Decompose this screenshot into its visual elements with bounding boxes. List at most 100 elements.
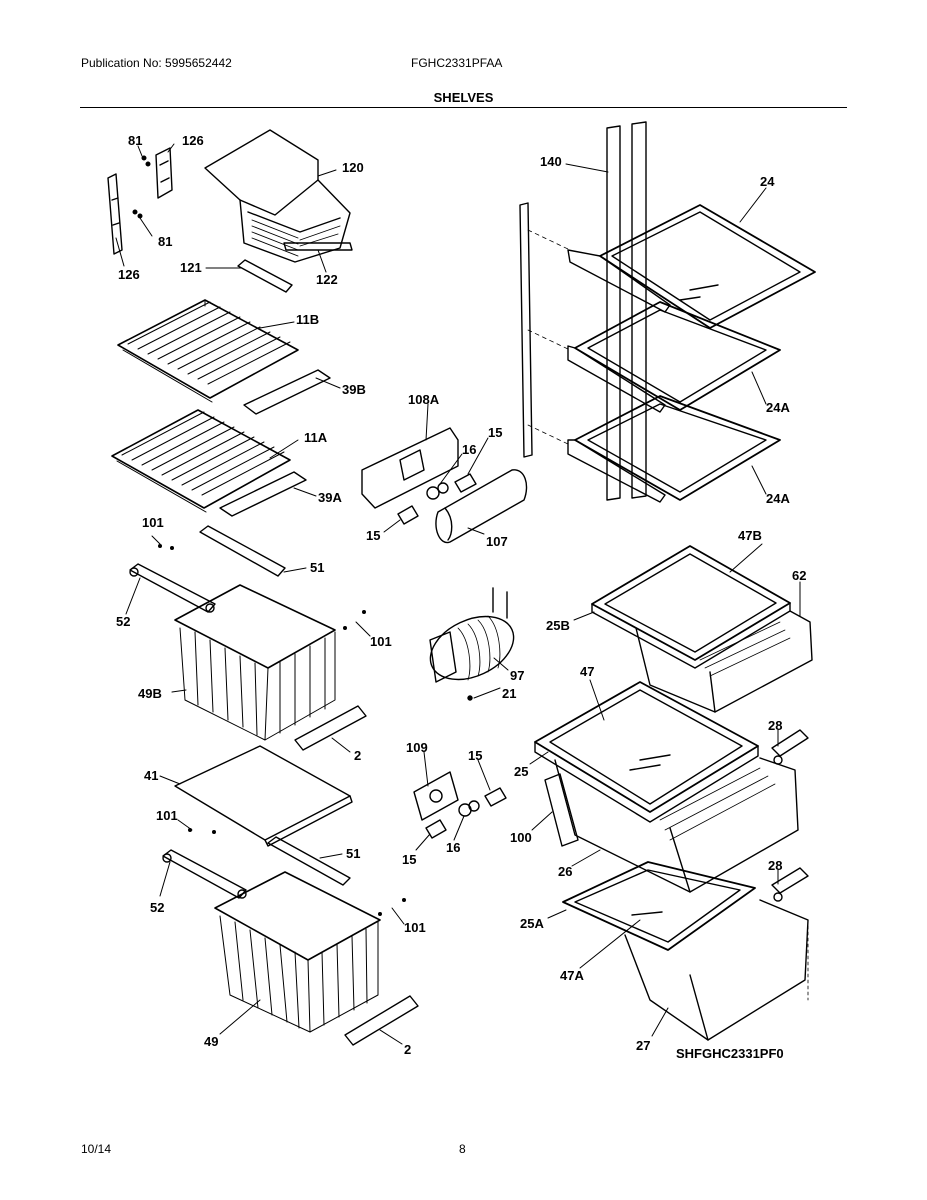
callout-101: 101 <box>142 515 164 530</box>
callout-51: 51 <box>346 846 360 861</box>
basket-trim-2-lower <box>344 995 419 1046</box>
callout-15: 15 <box>468 748 482 763</box>
shelf-120 <box>204 129 351 263</box>
callout-24A: 24A <box>766 491 790 506</box>
callout-52: 52 <box>150 900 164 915</box>
callout-24A: 24A <box>766 400 790 415</box>
fan-motor-97 <box>429 587 515 683</box>
callout-122: 122 <box>316 272 338 287</box>
callout-101: 101 <box>404 920 426 935</box>
screws-101 <box>158 544 406 916</box>
callout-51: 51 <box>310 560 324 575</box>
callout-11A: 11A <box>304 430 328 445</box>
leader-lines <box>115 143 801 1045</box>
screw-21 <box>467 695 473 701</box>
callout-16: 16 <box>446 840 460 855</box>
callout-126: 126 <box>182 133 204 148</box>
callout-47A: 47A <box>560 968 584 983</box>
glass-shelf-24A-lower <box>567 395 781 503</box>
callout-25B: 25B <box>546 618 570 633</box>
glass-shelf-24A-upper <box>567 301 781 413</box>
divider-100 <box>544 773 579 847</box>
crisper-cover-25 <box>534 681 759 823</box>
slide-rail-52-upper <box>129 563 216 613</box>
callout-28: 28 <box>768 858 782 873</box>
wire-basket-49B <box>174 584 336 741</box>
slide-rail-52-lower <box>162 849 247 899</box>
callout-15: 15 <box>488 425 502 440</box>
model-number: FGHC2331PFAA <box>411 56 503 70</box>
bulb-socket-16 <box>426 482 449 500</box>
bracket-121 <box>237 259 293 293</box>
callout-15: 15 <box>402 852 416 867</box>
callout-39A: 39A <box>318 490 342 505</box>
pan-cover-25A <box>562 861 756 951</box>
callout-28: 28 <box>768 718 782 733</box>
callout-140: 140 <box>540 154 562 169</box>
callout-26: 26 <box>558 864 572 879</box>
wire-shelf-11A <box>111 409 291 513</box>
bulb-15a <box>454 473 477 493</box>
callout-126: 126 <box>118 267 140 282</box>
basket-trim-2-upper <box>294 705 367 751</box>
section-title: SHELVES <box>433 90 494 105</box>
rod-122 <box>283 242 353 251</box>
shelf-rail-140 <box>519 121 647 501</box>
page-number: 8 <box>459 1142 466 1156</box>
wire-basket-49 <box>214 871 381 1033</box>
callout-16: 16 <box>462 442 476 457</box>
callout-100: 100 <box>510 830 532 845</box>
callout-97: 97 <box>510 668 524 683</box>
header-rule <box>80 107 847 108</box>
callout-101: 101 <box>370 634 392 649</box>
callout-11B: 11B <box>296 312 319 327</box>
diagram-code: SHFGHC2331PF0 <box>676 1046 784 1061</box>
callout-108A: 108A <box>408 392 440 407</box>
cover-41 <box>174 745 353 847</box>
bulb-socket-16b <box>458 800 480 817</box>
callout-109: 109 <box>406 740 428 755</box>
wire-shelf-11B <box>117 299 299 403</box>
slide-rail-51-lower <box>267 836 351 886</box>
bulb-15c <box>484 787 507 807</box>
glass-shelf-24 <box>567 204 816 329</box>
callout-2: 2 <box>354 748 361 763</box>
callout-52: 52 <box>116 614 130 629</box>
rail-guide-lines <box>527 229 571 446</box>
callout-41: 41 <box>144 768 158 783</box>
callout-62: 62 <box>792 568 806 583</box>
callout-25A: 25A <box>520 916 544 931</box>
light-housing-109 <box>413 771 459 821</box>
crisper-drawer-62 <box>635 610 813 713</box>
slide-rail-51-upper <box>199 525 286 577</box>
bracket-126-right <box>155 147 173 199</box>
trim-39B <box>243 369 331 415</box>
callout-27: 27 <box>636 1038 650 1053</box>
callout-120: 120 <box>342 160 364 175</box>
callout-49: 49 <box>204 1034 218 1049</box>
lens-107 <box>435 469 528 544</box>
callout-121: 121 <box>180 260 202 275</box>
crisper-cover-25B <box>591 545 791 669</box>
publication-number: Publication No: 5995652442 <box>81 56 232 70</box>
callout-47B: 47B <box>738 528 762 543</box>
callout-24: 24 <box>760 174 775 189</box>
screws-81 <box>132 155 151 219</box>
callout-81: 81 <box>128 133 142 148</box>
callout-49B: 49B <box>138 686 162 701</box>
crisper-drawer-26 <box>554 757 799 893</box>
callout-107: 107 <box>486 534 508 549</box>
trim-39A <box>219 471 307 517</box>
callout-15: 15 <box>366 528 380 543</box>
callout-39B: 39B <box>342 382 366 397</box>
callout-101: 101 <box>156 808 178 823</box>
callout-2: 2 <box>404 1042 411 1057</box>
bracket-126-left <box>107 173 123 255</box>
callout-25: 25 <box>514 764 528 779</box>
footer-date: 10/14 <box>81 1142 112 1156</box>
light-housing-108A <box>361 427 459 509</box>
pan-drawer-27 <box>624 899 809 1041</box>
clip-28-upper <box>771 729 809 765</box>
bulb-15b <box>397 505 419 525</box>
